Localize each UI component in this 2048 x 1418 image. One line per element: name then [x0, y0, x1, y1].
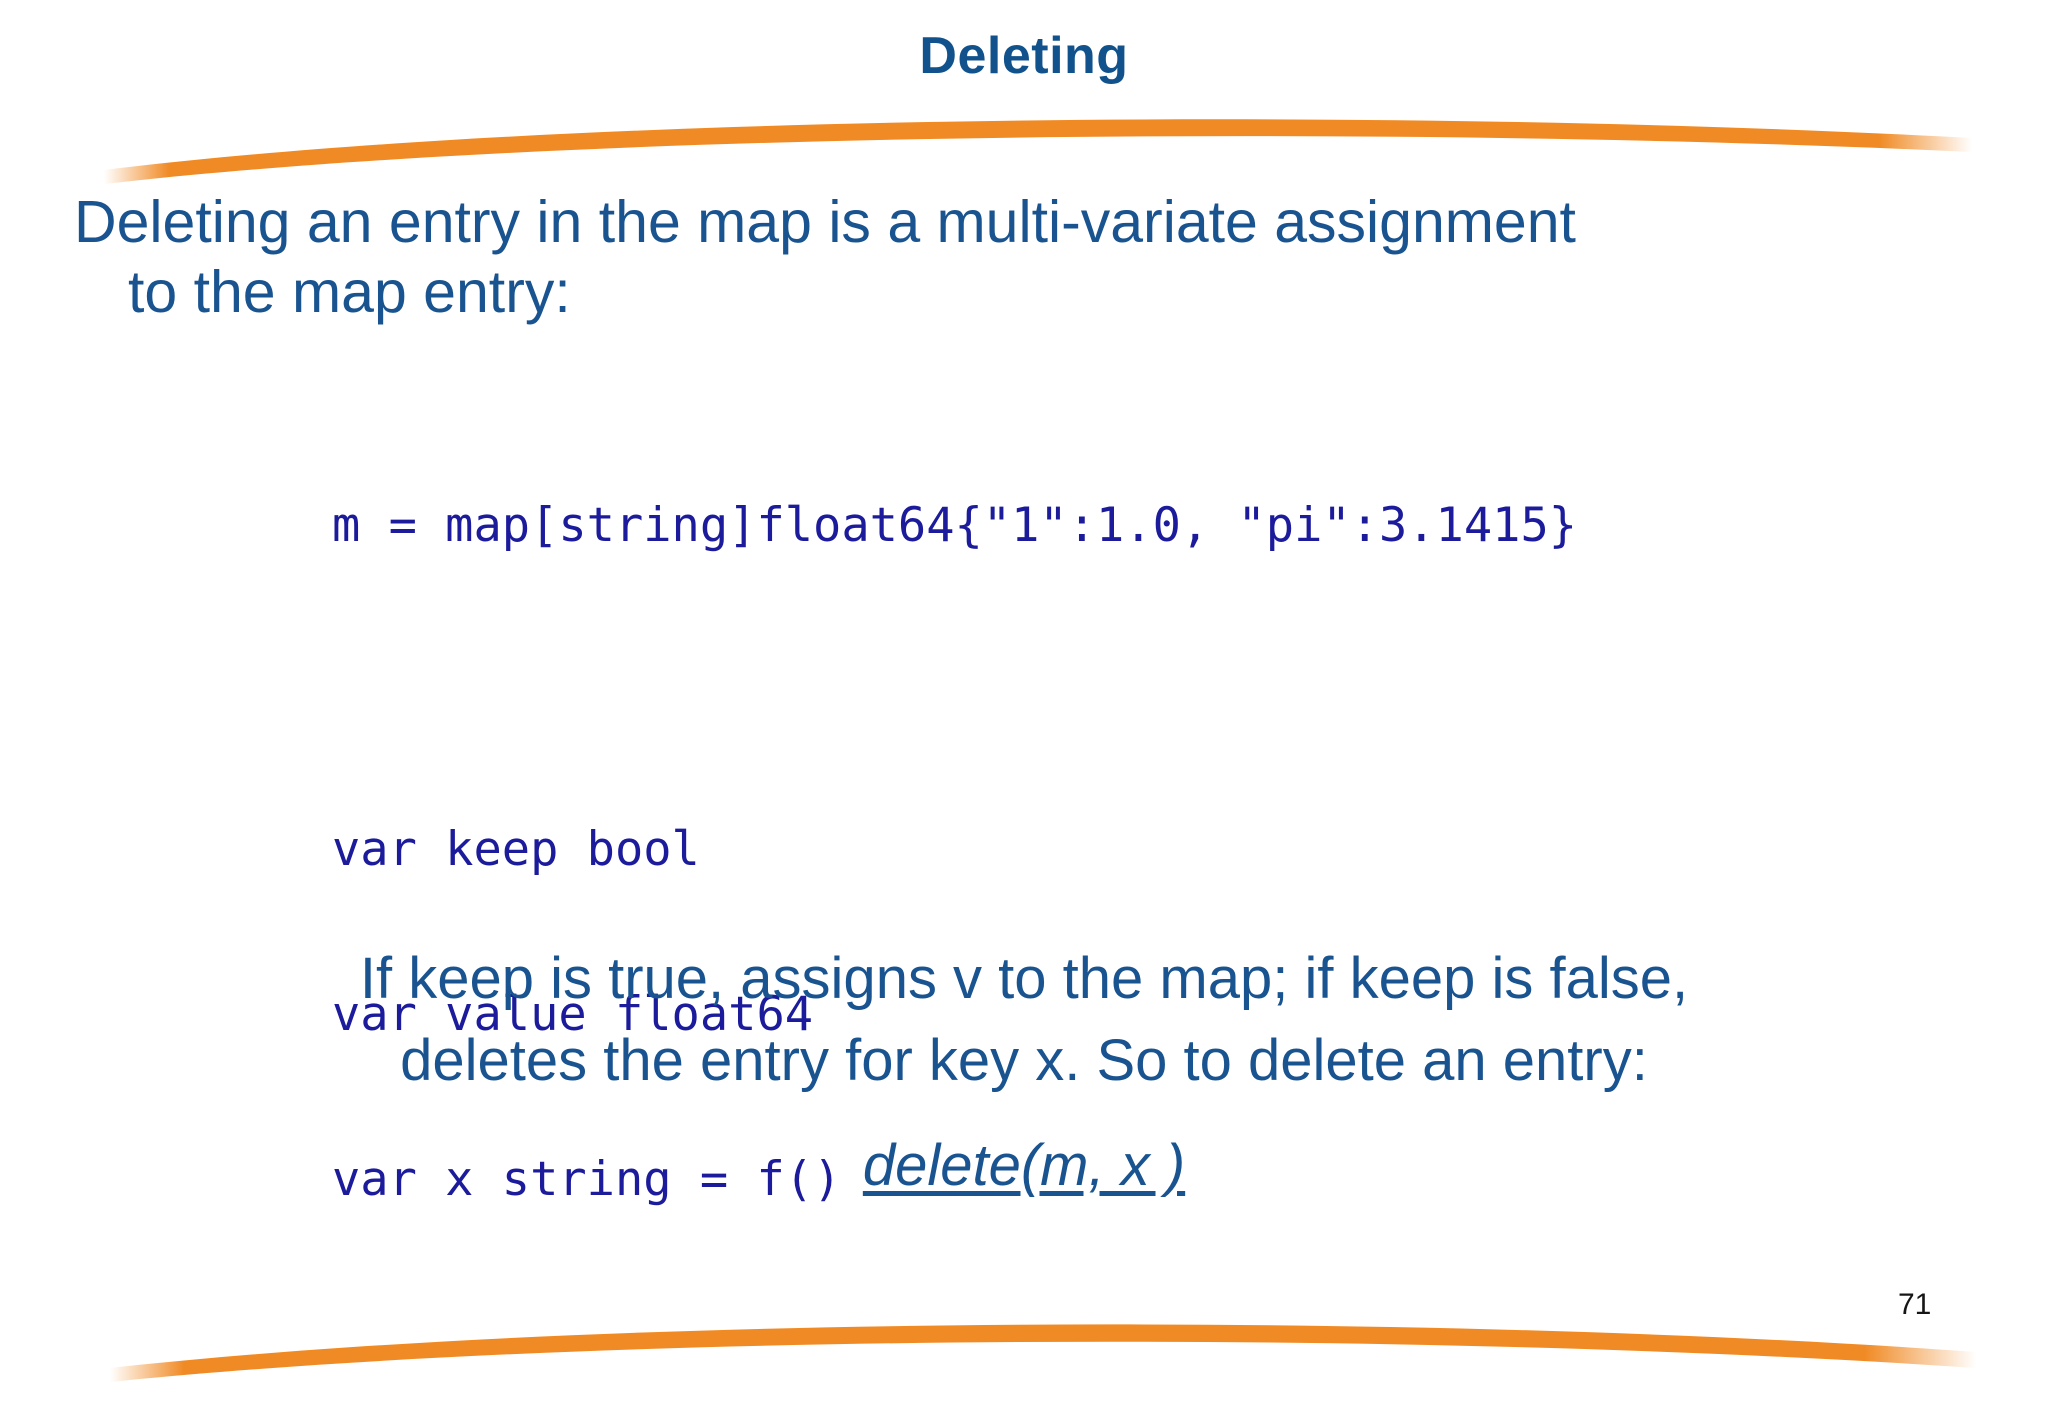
- orange-arc-icon: [104, 119, 1972, 184]
- delete-call-emphasis: delete(m, x ): [862, 1132, 1186, 1198]
- code-line-map-literal: m = map[string]float64{"1":1.0, "pi":3.1…: [332, 497, 1578, 553]
- closing-line-2: deletes the entry for key x. So to delet…: [400, 1028, 1648, 1094]
- code-spacer: [332, 663, 1577, 712]
- code-spacer: [332, 1317, 1577, 1366]
- code-block: m = map[string]float64{"1":1.0, "pi":3.1…: [332, 388, 1577, 1418]
- intro-line-1: Deleting an entry in the map is a multi-…: [74, 189, 1576, 255]
- code-line-var-x: var x string = f(): [332, 1151, 842, 1207]
- top-divider: [0, 108, 2048, 198]
- code-line-var-keep: var keep bool: [332, 821, 700, 877]
- intro-paragraph: Deleting an entry in the map is a multi-…: [74, 188, 2004, 327]
- code-line-var-value: var value float64: [332, 986, 814, 1042]
- page-title: Deleting: [919, 27, 1129, 85]
- closing-paragraph: If keep is true, assigns v to the map; i…: [0, 938, 2048, 1207]
- intro-line-2: to the map entry:: [128, 258, 571, 325]
- closing-line-1: If keep is true, assigns v to the map; i…: [359, 946, 1689, 1011]
- page-number: 71: [1898, 1288, 1932, 1321]
